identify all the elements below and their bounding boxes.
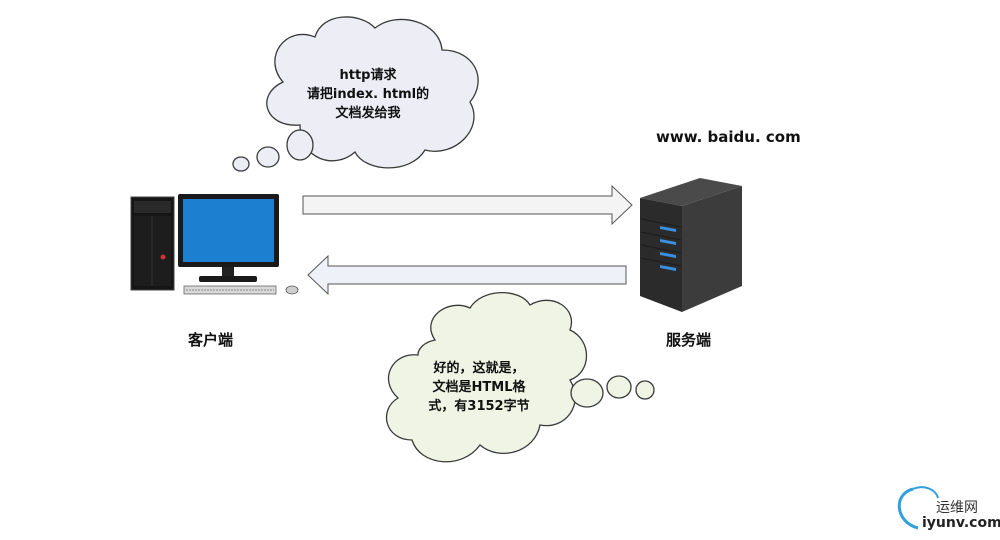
- watermark-name: 运维网: [936, 500, 978, 516]
- request-bubble-text: http请求 请把index. html的 文档发给我: [278, 66, 458, 123]
- request-line-1: http请求: [339, 68, 397, 83]
- response-line-2: 文档是HTML格: [432, 380, 526, 395]
- server-domain: www. baidu. com: [656, 128, 801, 146]
- watermark-url: iyunv.com: [922, 515, 1000, 531]
- response-line-1: 好的，这就是，: [433, 361, 525, 376]
- request-line-2: 请把index. html的: [306, 87, 430, 102]
- client-label: 客户端: [188, 331, 234, 349]
- response-line-3: 式，有3152字节: [428, 399, 530, 414]
- request-line-3: 文档发给我: [335, 106, 401, 121]
- response-bubble-text: 好的，这就是， 文档是HTML格 式，有3152字节: [404, 359, 554, 416]
- server-label: 服务端: [666, 331, 712, 349]
